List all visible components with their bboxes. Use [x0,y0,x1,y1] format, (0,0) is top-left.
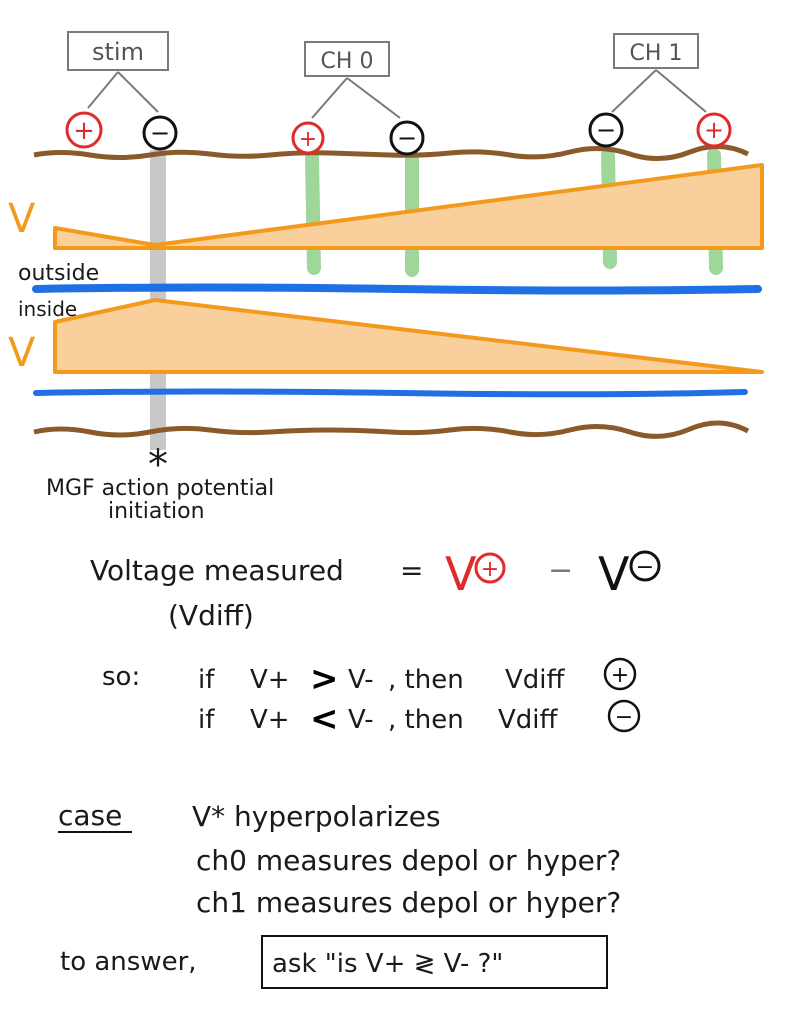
case-label: case [58,799,122,832]
v-minus-circle: − [629,550,661,582]
v-plus-circle: + [474,552,506,584]
connector-lines [87,69,707,119]
stim-label-box: stim [67,31,169,71]
rule1-vdiff: Vdiff [505,665,566,695]
rule2-vminus: V- [348,705,374,735]
rule2-vdiff: Vdiff [498,705,559,735]
outside-label: outside [18,261,99,286]
rule2-vplus: V+ [250,705,290,735]
minus-sign: − [596,116,616,144]
v-label-top: V [8,196,36,242]
outside-voltage-wedge [53,163,764,250]
minus-sign: − [636,555,654,580]
inner-blue-line [33,388,748,398]
ch0-plus-electrode: + [291,121,325,155]
ch1-label-box: CH 1 [613,33,699,69]
rule1-vplus: V+ [250,665,290,695]
ch1-minus-electrode: − [588,112,624,148]
stim-plus-electrode: + [65,111,103,149]
initiation-star: * [148,442,168,488]
plus-sign: + [299,127,317,152]
rule1-op: > [310,659,339,699]
answer-prefix: to answer, [60,947,197,977]
answer-box [261,935,608,989]
rule1-then: , then [388,665,464,695]
answer-box-text: ask "is V+ ≷ V- ?" [272,949,503,979]
ch1-plus-electrode: + [696,112,732,148]
mgf-label-line1: MGF action potential [46,476,274,501]
rule2-sign-circle: − [607,699,641,733]
rule1-if: if [198,665,215,695]
ch0-label-box: CH 0 [304,41,390,77]
case-line3: ch1 measures depol or hyper? [196,886,621,919]
case-line1: V* hyperpolarizes [192,800,441,833]
rule2-then: , then [388,705,464,735]
rule2-if: if [198,705,215,735]
plus-sign: + [73,116,95,146]
plus-sign: + [611,663,629,688]
mgf-label-line2: initiation [108,499,205,524]
so-label: so: [102,662,140,692]
minus-sign: − [615,705,633,730]
outside-inside-boundary [32,283,762,295]
v-label-bottom: V [8,330,36,376]
ch0-minus-electrode: − [389,120,425,156]
rule2-op: < [310,699,339,739]
bottom-membrane [33,420,750,439]
rule1-vminus: V- [348,665,374,695]
inside-voltage-wedge [53,298,764,374]
v-plus-letter: V [445,547,477,601]
ch0-label: CH 0 [321,49,374,74]
equation-left: Voltage measured [90,554,344,587]
rule1-sign-circle: + [603,657,637,691]
equation-dash: − [548,553,573,588]
plus-sign: + [704,116,724,144]
plus-sign: + [481,557,499,582]
inside-label: inside [18,297,77,321]
stim-label: stim [92,38,144,66]
top-membrane [33,144,750,161]
equation-sub: (Vdiff) [168,599,254,632]
minus-sign: − [397,124,417,152]
stim-minus-electrode: − [142,115,178,151]
case-line2: ch0 measures depol or hyper? [196,844,621,877]
equation-equals: = [400,554,423,587]
minus-sign: − [150,119,170,147]
v-minus-letter: V [598,547,630,601]
ch1-label: CH 1 [630,41,683,66]
